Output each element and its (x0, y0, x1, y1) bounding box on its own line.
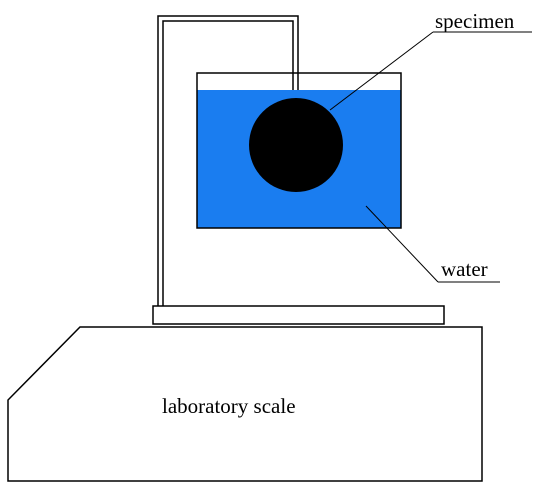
laboratory-scale-label: laboratory scale (162, 394, 296, 418)
leader-lines (329, 31, 532, 283)
scale-platform (152, 305, 445, 325)
water-label: water (441, 257, 488, 281)
support-stand (157, 15, 299, 306)
specimen-sphere (249, 98, 343, 192)
laboratory-scale-body (7, 326, 483, 482)
water-container (196, 72, 402, 229)
specimen-label: specimen (435, 9, 515, 33)
